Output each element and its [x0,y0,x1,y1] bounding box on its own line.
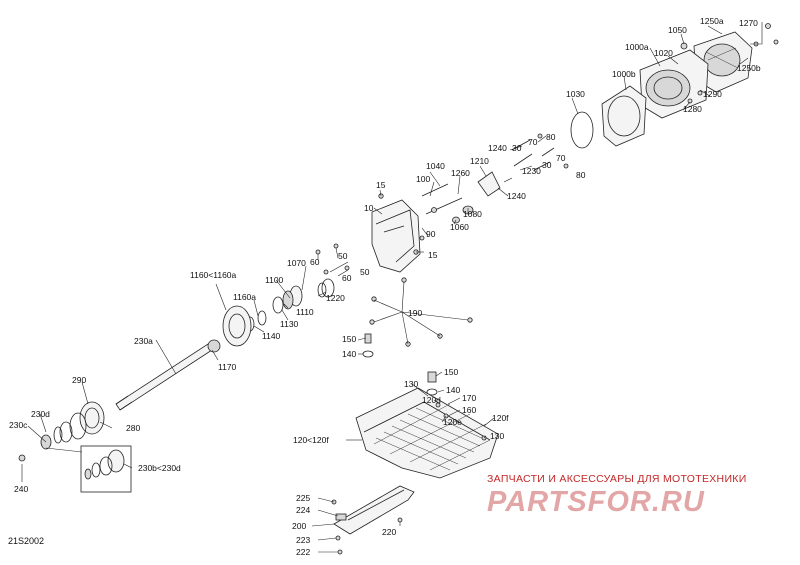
callout-140a: 140 [342,349,356,359]
callout-200: 200 [292,521,306,531]
callout-224: 224 [296,505,310,515]
callout-1050: 1050 [668,25,687,35]
callout-70b: 70 [556,153,566,163]
callout-1130: 1130 [280,319,299,329]
bearing-stack [245,243,350,332]
callout-1110: 1110 [296,307,314,317]
callout-1000b: 1000b [612,69,636,79]
watermark-logo: PARTSFOR.RU [487,486,705,518]
callout-140b: 140 [446,385,460,395]
intake-grate [355,387,499,479]
nozzle-assembly [371,133,569,273]
callout-60b: 60 [342,273,352,283]
callout-10: 10 [364,203,374,213]
callout-1080: 1080 [463,209,482,219]
callout-120d: 120d [422,395,441,405]
callout-230b-range: 230b<230d [138,463,181,473]
callout-120e: 120e [443,417,462,427]
callout-30b: 30 [542,160,552,170]
callout-150b: 150 [444,367,458,377]
callout-1020: 1020 [654,48,673,58]
ride-plate [331,485,415,555]
callout-225: 225 [296,493,310,503]
callout-1220: 1220 [326,293,345,303]
callout-50b: 50 [360,267,370,277]
callout-80b: 80 [576,170,586,180]
callout-1100: 1100 [265,275,284,285]
callout-100: 100 [416,174,430,184]
callout-1240b: 1240 [507,191,526,201]
watermark-tagline: ЗАПЧАСТИ И АКСЕССУАРЫ ДЛЯ МОТОТЕХНИКИ [487,473,747,485]
callout-70a: 70 [528,137,538,147]
callout-120f: 120f [492,413,509,423]
callout-150a: 150 [342,334,356,344]
callout-222: 222 [296,547,310,557]
callout-1230: 1230 [522,166,541,176]
callout-190: 190 [408,308,422,318]
callout-90: 90 [426,229,436,239]
callout-1030: 1030 [566,89,585,99]
callout-1000a: 1000a [625,42,649,52]
callout-15b: 15 [428,250,438,260]
callout-120-range: 120<120f [293,435,329,445]
callout-15a: 15 [376,180,386,190]
leader-lines [21,22,763,553]
callout-60a: 60 [310,257,320,267]
callout-50a: 50 [338,251,348,261]
callout-1060: 1060 [450,222,469,232]
callout-1040: 1040 [426,161,445,171]
callout-1160a: 1160a [233,292,256,302]
callout-1250b: 1250b [737,63,761,73]
callout-80a: 80 [546,132,556,142]
callout-1290: 1290 [703,89,722,99]
callout-230c: 230c [9,420,28,430]
callout-1240a: 1240 [488,143,507,153]
callout-240: 240 [14,484,28,494]
callout-130a: 130 [404,379,418,389]
small-fasteners [362,277,473,396]
callout-1260: 1260 [451,168,470,178]
drive-shaft [115,305,252,411]
callout-160: 160 [462,405,476,415]
callout-230d: 230d [31,409,50,419]
callout-1170: 1170 [218,362,237,372]
callout-1270: 1270 [739,18,758,28]
callout-1140: 1140 [262,331,281,341]
callout-290: 290 [72,375,86,385]
callout-170: 170 [462,393,476,403]
callout-1070: 1070 [287,258,306,268]
callout-1160-range: 1160<1160a [190,270,237,280]
callout-30a: 30 [512,143,522,153]
diagram-reference-code: 21S2002 [8,536,45,546]
callout-130b: 130 [490,431,504,441]
callout-1280: 1280 [683,104,702,114]
callout-280: 280 [126,423,140,433]
callout-1210: 1210 [470,156,489,166]
callout-220: 220 [382,527,396,537]
callout-labels: 1270 1250a 1050 1000a 1020 1250b 1000b 1… [9,16,761,557]
callout-1250a: 1250a [700,16,724,26]
callout-223: 223 [296,535,310,545]
callout-230a: 230a [134,336,153,346]
housing-assembly [570,23,779,149]
